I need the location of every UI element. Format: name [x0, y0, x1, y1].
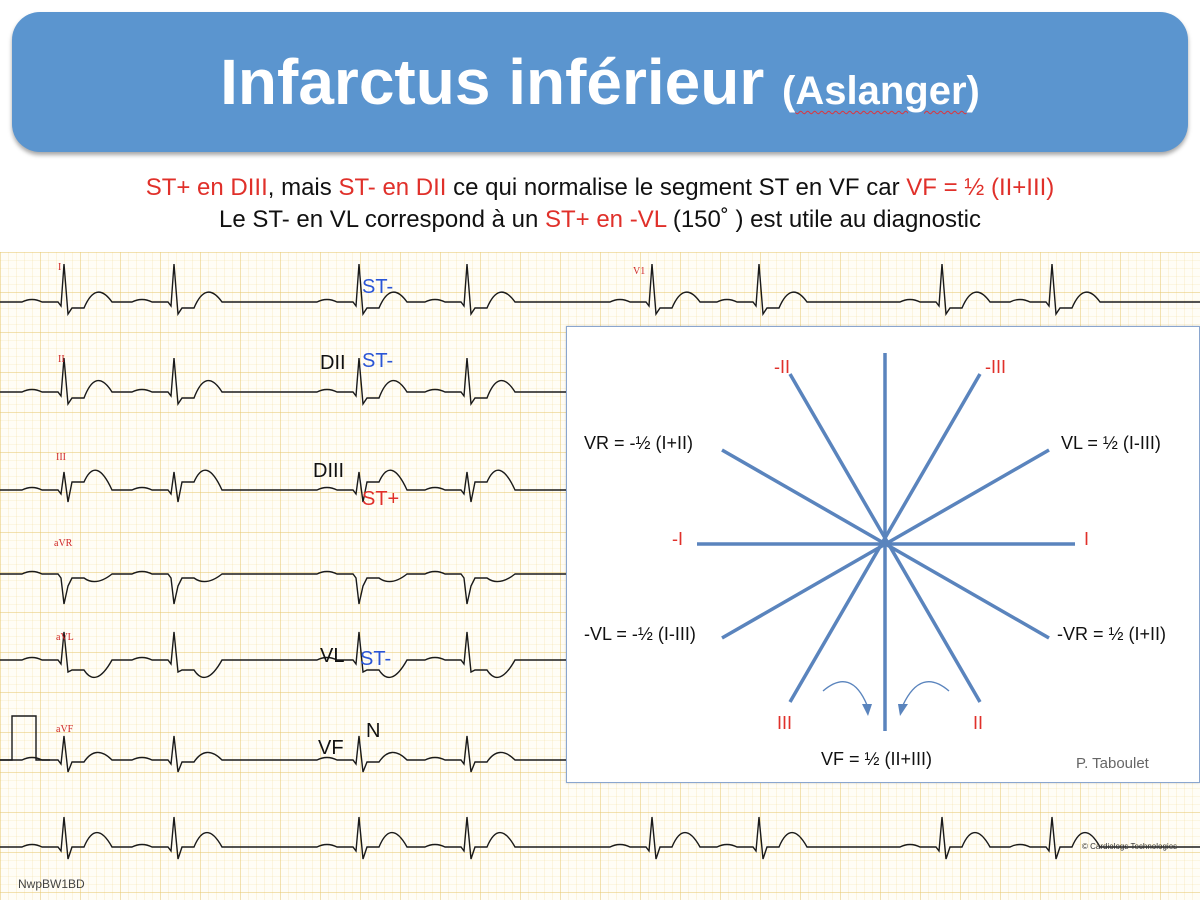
ecg-lead-label: II [58, 354, 65, 365]
label-vl: VL = ½ (I-III) [1061, 433, 1161, 453]
title-author: (Aslanger) [782, 69, 980, 113]
rotation-arrow-right [902, 681, 950, 706]
callout-vf: VF [318, 737, 344, 759]
rotation-arrowhead-left [862, 704, 872, 716]
ecg-lead-label: aVR [54, 538, 73, 549]
axis-line-vl-negvl [721, 448, 1050, 640]
label-iii: III [777, 713, 793, 733]
subtitle1-part4: ce qui normalise le segment ST en VF car [446, 174, 907, 201]
hexaxial-lines [697, 353, 1075, 731]
label-i: I [1084, 529, 1090, 549]
callout-n: N [366, 720, 381, 742]
label-ii: II [973, 713, 984, 733]
callout-dii: DII [320, 352, 346, 374]
axis-line-iii-neg-ii [788, 373, 982, 703]
subtitle2-part1: Le ST- en VL correspond à un [219, 206, 545, 233]
title-main: Infarctus inférieur [220, 46, 765, 118]
rotation-arrow-left [822, 681, 868, 706]
hexaxial-diagram: -II -III VR = -½ (I+II) VL = ½ (I-III) -… [566, 326, 1200, 783]
callout-st-minus-top: ST- [362, 276, 394, 298]
ecg-trace-row-7 [0, 816, 1200, 860]
ecg-trace-row-1 [0, 263, 1200, 317]
title-paren-close: ) [966, 69, 980, 113]
ecg-calibration-pulse [0, 715, 50, 761]
callout-st-minus-vl: ST- [360, 648, 392, 670]
ecg-lead-label: aVF [56, 724, 74, 735]
label-vf: VF = ½ (II+III) [821, 749, 933, 769]
callout-st-plus-diii: ST+ [362, 488, 400, 510]
subtitle2-part3: (150˚ ) est utile au diagnostic [666, 206, 981, 233]
subtitle1-part1: ST+ en DIII [145, 174, 268, 201]
rotation-arrowhead-right [898, 704, 908, 716]
callout-vl: VL [320, 645, 345, 667]
page-title: Infarctus inférieur (Aslanger) [220, 45, 980, 119]
ecg-lead-label: aVL [56, 632, 74, 643]
label-neg-vl: -VL = -½ (I-III) [584, 624, 696, 644]
title-author-name: Aslanger [795, 69, 967, 113]
ecg-lead-label: V1 [633, 266, 645, 277]
label-neg-vr: -VR = ½ (I+II) [1057, 624, 1167, 644]
ecg-lead-label: III [56, 452, 66, 463]
label-neg-iii: -III [985, 357, 1006, 377]
subtitle1-part3: ST- en DII [338, 174, 447, 201]
subtitle-line-2: Le ST- en VL correspond à un ST+ en -VL … [0, 206, 1200, 234]
copyright-notice: © Cardiologs Technologies [1082, 842, 1178, 851]
subtitle1-part5: VF = ½ (II+III) [906, 174, 1055, 201]
callout-st-minus-dii: ST- [362, 350, 394, 372]
ecg-lead-label: I [58, 262, 61, 273]
label-neg-ii: -II [774, 357, 790, 377]
watermark-id: NwpBW1BD [18, 877, 85, 891]
subtitle-line-1: ST+ en DIII, mais ST- en DII ce qui norm… [0, 174, 1200, 202]
title-banner: Infarctus inférieur (Aslanger) [12, 12, 1188, 152]
author-credit: P. Taboulet [1076, 755, 1149, 772]
label-vr: VR = -½ (I+II) [584, 433, 694, 453]
subtitle1-part2: , mais [267, 174, 339, 201]
subtitle2-part2: ST+ en -VL [544, 206, 667, 233]
title-paren-open: ( [782, 69, 796, 113]
label-neg-i: -I [672, 529, 683, 549]
callout-diii: DIII [313, 460, 345, 482]
